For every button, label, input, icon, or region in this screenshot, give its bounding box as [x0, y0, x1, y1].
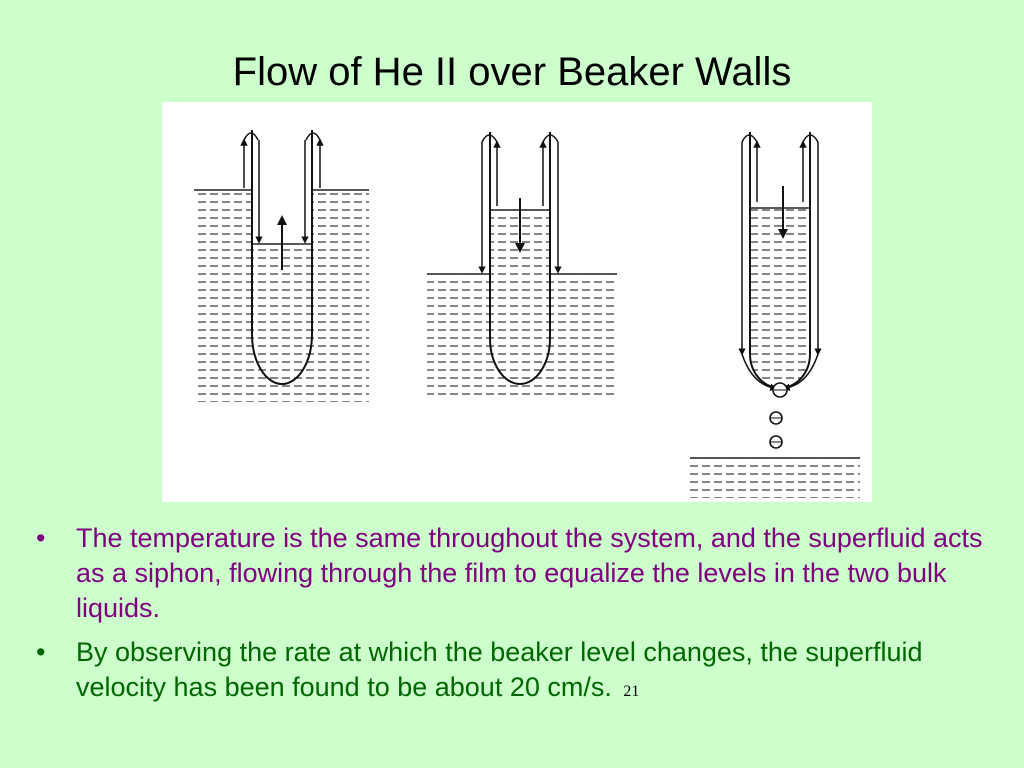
- bullet-text: By observing the rate at which the beake…: [76, 637, 923, 703]
- panel-beaker-dripping: [690, 132, 860, 498]
- beaker-liquid: [252, 244, 312, 384]
- panel-beaker-level-falling: [427, 132, 617, 398]
- bath-liquid: [690, 458, 860, 498]
- bullet-marker: •: [36, 637, 46, 668]
- beaker-diagram: [162, 102, 872, 502]
- bullet-marker: •: [36, 523, 46, 553]
- beaker-wall: [251, 130, 313, 385]
- bullet-text: The temperature is the same throughout t…: [76, 523, 983, 624]
- slide-title: Flow of He II over Beaker Walls: [232, 50, 792, 94]
- beaker-liquid: [750, 208, 810, 388]
- beaker-liquid: [490, 210, 550, 384]
- slide-number: 21: [623, 683, 640, 701]
- bullet-list: • The temperature is the same throughout…: [36, 521, 1006, 714]
- bullet-item: • The temperature is the same throughout…: [36, 521, 1006, 626]
- bullet-item: • By observing the rate at which the bea…: [36, 635, 1006, 705]
- beaker-wall: [489, 132, 551, 385]
- panel-beaker-level-rising: [194, 130, 369, 402]
